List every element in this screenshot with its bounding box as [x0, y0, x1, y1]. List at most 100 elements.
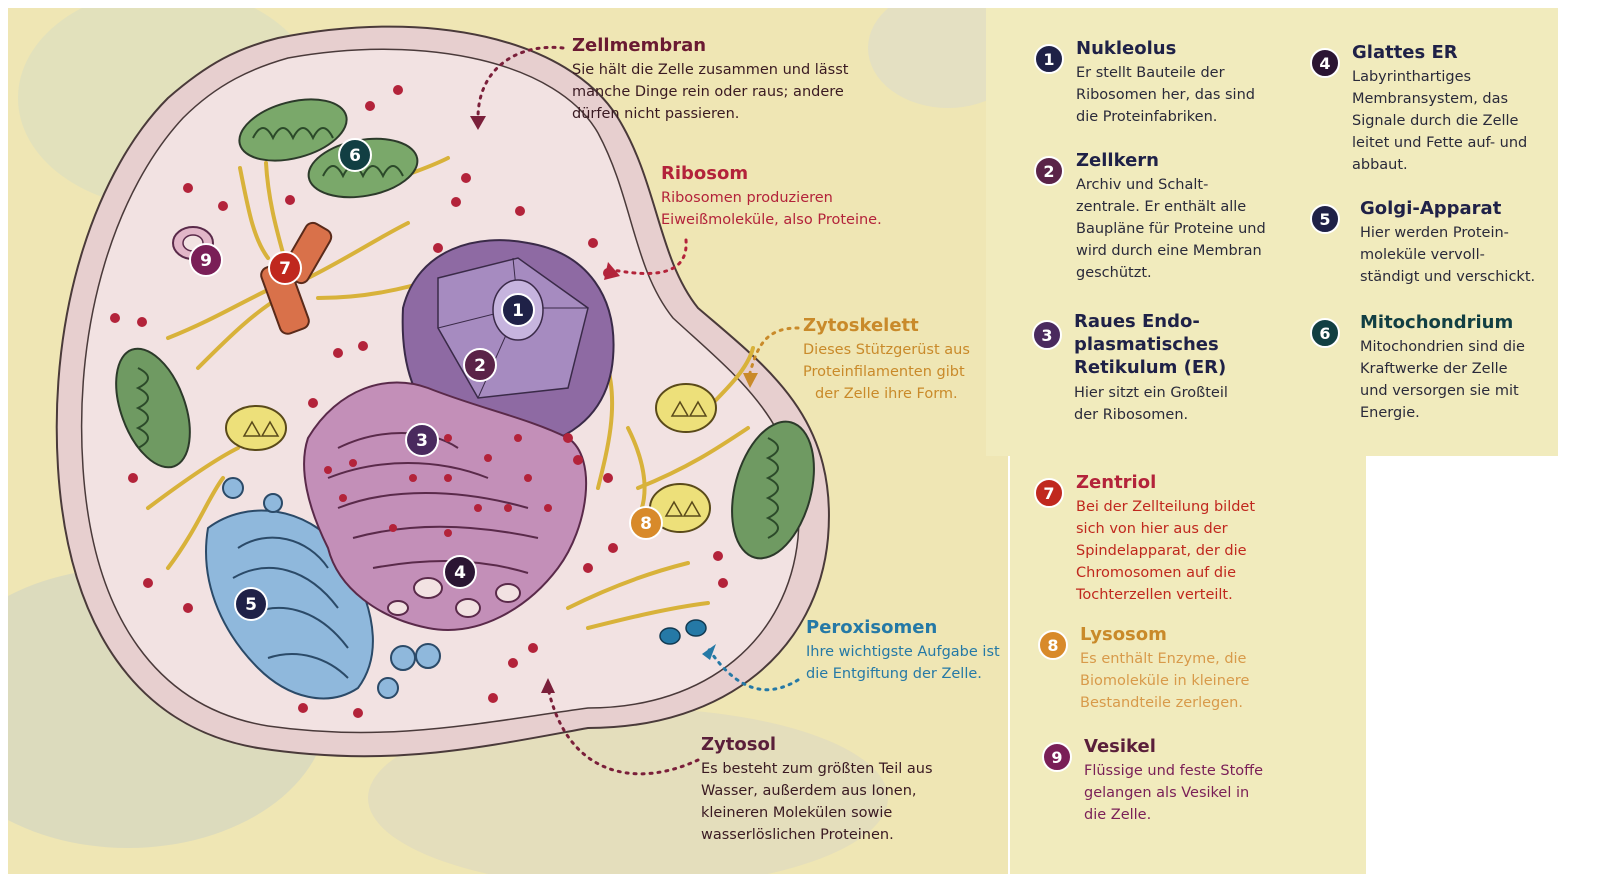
legend-title: Raues Endo- plasmatisches Retikulum (ER)	[1074, 311, 1227, 378]
watercolor-wash	[368, 708, 888, 874]
legend-item-zentriol: 7 Zentriol Bei der Zellteilung bildet si…	[1034, 472, 1334, 603]
callout-line: der Zelle ihre Form.	[815, 386, 958, 402]
legend-line: Hier sitzt ein Großteil	[1074, 385, 1228, 401]
callout-line: manche Dinge rein oder raus; andere	[572, 84, 844, 100]
legend-line: Biomoleküle in kleinere	[1080, 673, 1250, 689]
legend-title: Golgi-Apparat	[1360, 198, 1502, 219]
legend-text: Labyrinthartiges Membransystem, das Sign…	[1352, 66, 1527, 176]
legend-line: leitet und Fette auf- und	[1352, 135, 1528, 151]
legend-item-zellkern: 2 Zellkern Archiv und Schalt- zentrale. …	[1034, 150, 1294, 300]
lysosome	[655, 383, 717, 433]
marker-9: 9	[189, 243, 223, 277]
callout-line: Wasser, außerdem aus Ionen,	[701, 783, 917, 799]
svg-text:6: 6	[349, 146, 361, 166]
legend-title: Zentriol	[1076, 472, 1157, 493]
callout-line: Es besteht zum größten Teil aus	[701, 761, 933, 777]
marker-7: 7	[268, 251, 302, 285]
callout-title: Zytoskelett	[803, 315, 919, 336]
legend-text: Bei der Zellteilung bildet sich von hier…	[1076, 496, 1255, 606]
legend-text: Hier sitzt ein Großteil der Ribosomen.	[1074, 382, 1228, 426]
legend-line: Ribosomen her, das sind	[1076, 87, 1255, 103]
legend-number-badge: 5	[1310, 204, 1340, 234]
callout-title: Ribosom	[661, 163, 749, 184]
marker-4: 4	[443, 555, 477, 589]
callout-line: Ribosomen produzieren	[661, 190, 833, 206]
legend-item-lysosom: 8 Lysosom Es enthält Enzyme, die Biomole…	[1038, 624, 1338, 724]
legend-item-vesikel: 9 Vesikel Flüssige und feste Stoffe gela…	[1042, 736, 1342, 836]
endoplasmic-reticulum	[303, 381, 588, 631]
legend-number-badge: 8	[1038, 630, 1068, 660]
legend-title: Mitochondrium	[1360, 312, 1514, 333]
legend-line: wird durch eine Membran	[1076, 243, 1262, 259]
marker-6: 6	[338, 138, 372, 172]
legend-line: ständigt und verschickt.	[1360, 269, 1536, 285]
legend-item-glattes-er: 4 Glattes ER Labyrinthartiges Membransys…	[1310, 42, 1550, 192]
legend-line: abbaut.	[1352, 157, 1408, 173]
legend-line: Tochterzellen verteilt.	[1076, 587, 1233, 603]
callout-zytosol: Zytosol Es besteht zum größten Teil aus …	[701, 734, 991, 846]
legend-line: geschützt.	[1076, 265, 1152, 281]
marker-3: 3	[405, 423, 439, 457]
svg-text:7: 7	[279, 259, 291, 279]
legend-number-badge: 9	[1042, 742, 1072, 772]
legend-line: gelangen als Vesikel in	[1084, 785, 1250, 801]
marker-2: 2	[463, 348, 497, 382]
leader-arrowheads	[470, 116, 758, 693]
legend-line: die Zelle.	[1084, 807, 1152, 823]
mitochondrion	[731, 420, 815, 560]
callout-text: Sie hält die Zelle zusammen und lässt ma…	[572, 59, 872, 125]
callout-text: Es besteht zum größten Teil aus Wasser, …	[701, 758, 991, 846]
legend-panel-bottom: 7 Zentriol Bei der Zellteilung bildet si…	[1010, 456, 1366, 874]
svg-text:8: 8	[640, 514, 652, 534]
legend-number-badge: 7	[1034, 478, 1064, 508]
callout-line: Ihre wichtigste Aufgabe ist	[806, 644, 1000, 660]
svg-text:9: 9	[200, 251, 212, 271]
legend-line: Er stellt Bauteile der	[1076, 65, 1225, 81]
svg-text:1: 1	[512, 301, 524, 321]
ribosomes	[110, 85, 728, 718]
legend-number-badge: 3	[1032, 320, 1062, 350]
legend-item-mitochondrium: 6 Mitochondrium Mitochondrien sind die K…	[1310, 312, 1555, 432]
legend-title: Vesikel	[1084, 736, 1156, 757]
legend-text: Archiv und Schalt- zentrale. Er enthält …	[1076, 174, 1266, 284]
legend-title: Nukleolus	[1076, 38, 1177, 59]
legend-line: der Ribosomen.	[1074, 407, 1189, 423]
legend-line: Signale durch die Zelle	[1352, 113, 1519, 129]
callout-line: dürfen nicht passieren.	[572, 106, 740, 122]
legend-line: Kraftwerke der Zelle	[1360, 361, 1508, 377]
mitochondrion	[115, 347, 191, 469]
legend-item-nukleolus: 1 Nukleolus Er stellt Bauteile der Ribos…	[1034, 38, 1284, 138]
callout-line: kleineren Molekülen sowie	[701, 805, 893, 821]
peroxisome	[659, 619, 707, 645]
legend-line: die Proteinfabriken.	[1076, 109, 1218, 125]
callout-zytoskelett: Zytoskelett Dieses Stützgerüst aus Prote…	[803, 315, 1003, 405]
callout-line: Dieses Stützgerüst aus	[803, 342, 970, 358]
legend-line: Bei der Zellteilung bildet	[1076, 499, 1256, 515]
callout-text: Dieses Stützgerüst aus Proteinfilamenten…	[803, 339, 1003, 405]
watercolor-wash	[868, 8, 1008, 108]
legend-text: Es enthält Enzyme, die Biomoleküle in kl…	[1080, 648, 1249, 714]
legend-line: Labyrinthartiges	[1352, 69, 1472, 85]
callout-ribosom: Ribosom Ribosomen produzieren Eiweißmole…	[661, 163, 921, 231]
legend-title: Zellkern	[1076, 150, 1159, 171]
legend-line: zentrale. Er enthält alle	[1076, 199, 1247, 215]
legend-text: Mitochondrien sind die Kraftwerke der Ze…	[1360, 336, 1525, 424]
legend-text: Er stellt Bauteile der Ribosomen her, da…	[1076, 62, 1255, 128]
legend-line: Baupläne für Proteine und	[1076, 221, 1266, 237]
legend-line: Flüssige und feste Stoffe	[1084, 763, 1264, 779]
legend-text: Flüssige und feste Stoffe gelangen als V…	[1084, 760, 1263, 826]
legend-line: Archiv und Schalt-	[1076, 177, 1209, 193]
marker-8: 8	[629, 506, 663, 540]
legend-title: Lysosom	[1080, 624, 1167, 645]
lysosome	[225, 405, 287, 451]
cell-diagram-panel: 1 2 3 4 5 6 7 8	[8, 8, 1008, 874]
svg-text:4: 4	[454, 563, 466, 583]
callout-title: Peroxisomen	[806, 617, 938, 638]
callout-peroxisomen: Peroxisomen Ihre wichtigste Aufgabe ist …	[806, 617, 1008, 685]
callout-text: Ribosomen produzieren Eiweißmoleküle, al…	[661, 187, 921, 231]
callout-line: Sie hält die Zelle zusammen und lässt	[572, 62, 849, 78]
callout-text: Ihre wichtigste Aufgabe ist die Entgiftu…	[806, 641, 1008, 685]
legend-item-golgi-apparat: 5 Golgi-Apparat Hier werden Protein- mol…	[1310, 198, 1555, 298]
callout-line: Proteinfilamenten gibt	[803, 364, 965, 380]
callout-line: wasserlöslichen Proteinen.	[701, 827, 894, 843]
